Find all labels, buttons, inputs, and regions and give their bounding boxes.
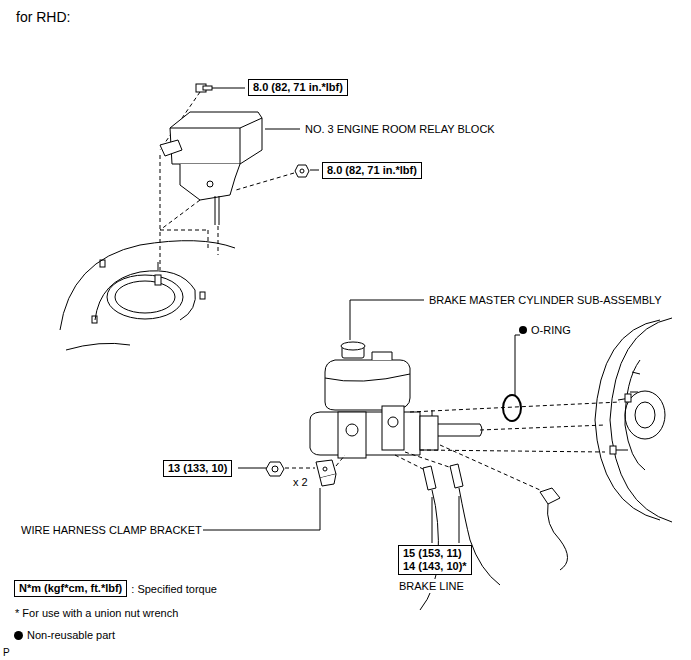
part-label: NO. 3 ENGINE ROOM RELAY BLOCK bbox=[304, 122, 496, 136]
legend-row: Non-reusable part bbox=[14, 628, 115, 642]
torque-box: 15 (153, 11)14 (143, 10)* bbox=[398, 545, 472, 575]
torque-value: 8.0 (82, 71 in.*lbf) bbox=[327, 164, 417, 177]
torque-legend-box: N*m (kgf*cm, ft.*lbf) bbox=[14, 580, 127, 597]
torque-value: 8.0 (82, 71 in.*lbf) bbox=[253, 81, 343, 94]
part-label: WIRE HARNESS CLAMP BRACKET bbox=[20, 523, 203, 537]
leader-line bbox=[515, 335, 516, 395]
leader-line bbox=[350, 300, 424, 301]
o-ring bbox=[503, 395, 521, 421]
torque-value: 13 (133, 10) bbox=[168, 462, 227, 475]
leader-line bbox=[212, 88, 245, 89]
non-reusable-dot bbox=[519, 326, 527, 334]
legend-swatch bbox=[14, 631, 23, 640]
leader-line bbox=[515, 335, 520, 336]
figure-code: P bbox=[2, 646, 11, 660]
torque-value: N*m (kgf*cm, ft.*lbf) bbox=[19, 582, 122, 595]
part-label: O-RING bbox=[530, 323, 572, 337]
master-cylinder bbox=[310, 342, 482, 458]
brake-booster bbox=[595, 318, 672, 522]
nut bbox=[295, 165, 309, 177]
part-label: BRAKE LINE bbox=[398, 579, 465, 593]
torque-box: 13 (133, 10) bbox=[163, 460, 232, 477]
legend-text: Non-reusable part bbox=[27, 629, 115, 641]
leader-line bbox=[350, 300, 351, 340]
brake-line bbox=[395, 452, 500, 610]
leader-line bbox=[188, 530, 320, 531]
part-label: for RHD: bbox=[15, 10, 71, 24]
part-label: BRAKE MASTER CYLINDER SUB-ASSEMBLY bbox=[428, 293, 663, 307]
torque-value: 14 (143, 10)* bbox=[403, 560, 467, 573]
clamp-bracket bbox=[316, 460, 336, 486]
relay-block bbox=[160, 112, 262, 225]
part-label: * For use with a union nut wrench bbox=[14, 606, 179, 620]
torque-box: 8.0 (82, 71 in.*lbf) bbox=[248, 79, 348, 96]
leader-line bbox=[265, 129, 300, 130]
leader-line bbox=[310, 170, 319, 171]
leader-line bbox=[459, 496, 460, 543]
quantity-label: x 2 bbox=[292, 475, 309, 489]
torque-box: 8.0 (82, 71 in.*lbf) bbox=[322, 162, 422, 179]
torque-value: 15 (153, 11) bbox=[403, 547, 467, 560]
nut bbox=[266, 462, 284, 476]
strut-tower bbox=[60, 241, 235, 350]
leader-line bbox=[238, 468, 268, 469]
connector bbox=[540, 488, 568, 570]
leader-line bbox=[432, 497, 433, 543]
bolt bbox=[196, 84, 212, 92]
leader-line bbox=[320, 488, 321, 530]
part-label: : Specified torque bbox=[130, 582, 218, 596]
